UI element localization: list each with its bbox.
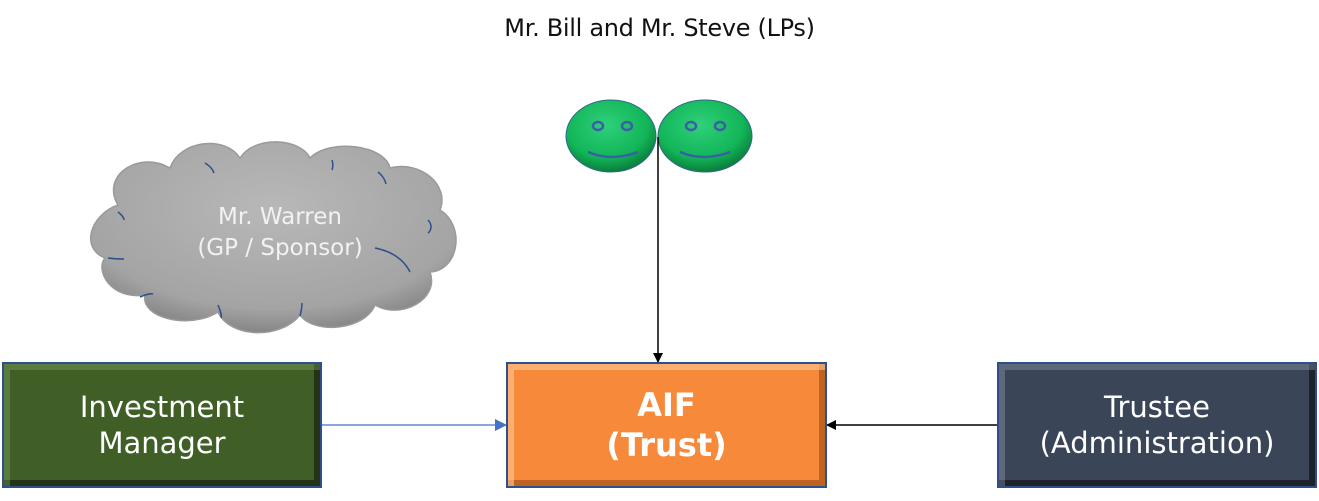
- lp-smiley-bill-icon: [565, 99, 657, 173]
- sponsor-name: Mr. Warren: [218, 204, 342, 230]
- trustee-box: Trustee (Administration): [997, 362, 1317, 488]
- lp-smiley-steve-icon: [657, 99, 753, 173]
- aif-line1: AIF: [637, 386, 696, 424]
- aif-trust-box: AIF (Trust): [506, 362, 827, 488]
- trustee-line1: Trustee: [1104, 389, 1210, 424]
- sponsor-cloud: [89, 141, 457, 334]
- aif-line2: (Trust): [606, 426, 727, 464]
- trustee-line2: (Administration): [1039, 426, 1275, 460]
- investment-manager-box: Investment Manager: [2, 362, 322, 488]
- sponsor-label: Mr. Warren (GP / Sponsor): [110, 202, 450, 264]
- sponsor-role: (GP / Sponsor): [197, 235, 363, 262]
- lps-title: Mr. Bill and Mr. Steve (LPs): [504, 14, 815, 42]
- investment-manager-line1: Investment: [79, 389, 245, 424]
- investment-manager-line2: Manager: [98, 426, 226, 460]
